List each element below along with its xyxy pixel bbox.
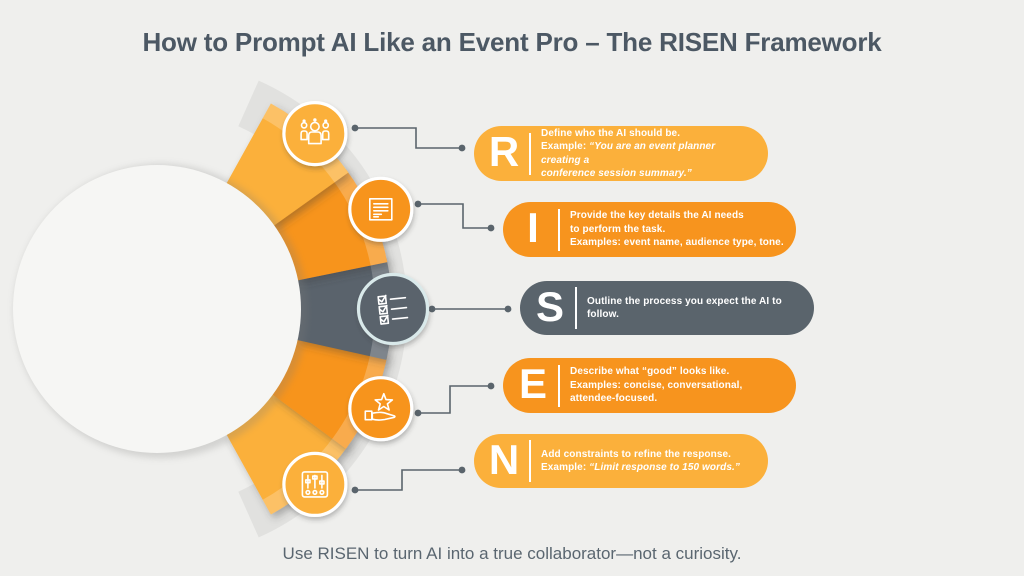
letter-divider — [575, 287, 577, 329]
step-text-line: Provide the key details the AI needs — [570, 210, 744, 222]
connector-e — [414, 382, 495, 417]
connector-n — [351, 466, 466, 494]
letter-divider — [529, 132, 531, 175]
wedge-n — [226, 392, 349, 515]
step-text-n: Add constraints to refine the response. E… — [541, 448, 740, 475]
wedge-r — [226, 103, 349, 226]
step-text-s: Outline the process you expect the AI to… — [587, 295, 802, 322]
letter-divider — [529, 440, 531, 482]
control-sliders-icon — [301, 471, 329, 498]
step-box-e: E Describe what “good” looks like.Exampl… — [503, 358, 796, 413]
step-text-line: Examples: event name, audience type, ton… — [570, 237, 784, 249]
footer-tagline: Use RISEN to turn AI into a true collabo… — [282, 544, 742, 563]
step-icon-badges — [282, 101, 430, 517]
step-box-r: R Define who the AI should be. Example: “… — [474, 126, 768, 181]
step-text-line: Define who the AI should be. — [541, 127, 681, 139]
step-text-line: Add constraints to refine the response. — [541, 448, 732, 460]
connector-i — [414, 200, 495, 232]
step-icon-n — [282, 451, 348, 517]
connector-lines — [351, 124, 512, 494]
checklist-icon — [377, 294, 409, 325]
step-letter-n: N — [488, 435, 520, 483]
step-text-line: Example: “Limit response to 150 words.” — [541, 462, 740, 473]
letter-divider — [558, 364, 560, 407]
step-text-e: Describe what “good” looks like.Examples… — [570, 365, 742, 405]
audience-people-icon — [300, 118, 330, 145]
hand-presenting-star-icon — [364, 392, 396, 421]
step-text-line: attendee-focused. — [570, 393, 658, 405]
page-title: How to Prompt AI Like an Event Pro – The… — [142, 27, 882, 57]
step-box-s: S Outline the process you expect the AI … — [520, 281, 814, 335]
step-letter-i: I — [527, 204, 539, 251]
step-box-n: N Add constraints to refine the response… — [474, 434, 768, 488]
step-text-line: Outline the process you expect the AI to… — [587, 295, 782, 320]
step-text-line: Describe what “good” looks like. — [570, 366, 730, 378]
step-letter-s: S — [535, 282, 564, 330]
step-letter-e: E — [518, 360, 547, 407]
connector-r — [351, 124, 466, 152]
document-details-icon — [368, 198, 393, 221]
step-icon-s — [356, 272, 430, 346]
step-icon-i — [348, 176, 414, 242]
step-text-line: to perform the task. — [570, 223, 666, 235]
step-icon-r — [282, 101, 348, 167]
connector-s — [428, 305, 512, 313]
step-text-r: Define who the AI should be. Example: “Yo… — [541, 127, 756, 181]
fan-hub — [13, 164, 308, 458]
step-text-line: Examples: concise, conversational, — [570, 379, 743, 391]
step-text-line: conference session summary.” — [541, 167, 692, 179]
step-text-line: Example: “You are an event planner creat… — [541, 141, 716, 166]
step-icon-e — [348, 376, 414, 442]
step-letter-r: R — [488, 128, 520, 175]
letter-divider — [558, 208, 560, 251]
